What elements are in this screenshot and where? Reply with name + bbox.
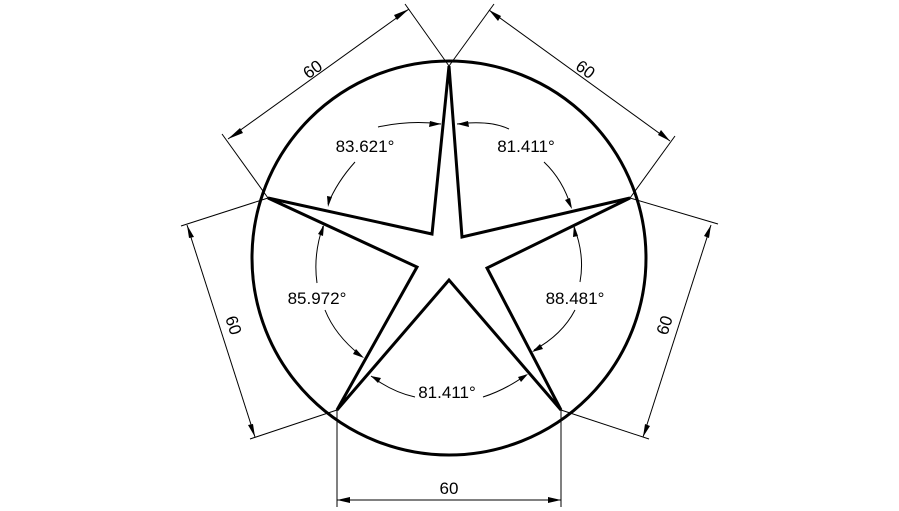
dimension-bottom: 60 bbox=[336, 410, 562, 507]
angle-dimension-bottom: 81.411° bbox=[370, 374, 528, 402]
dimension-top-right: 60 bbox=[448, 3, 676, 199]
angle-label-bottom: 81.411° bbox=[418, 383, 476, 402]
angle-dimension-top-left: 83.621° bbox=[327, 121, 442, 207]
dimension-left: 60 bbox=[180, 197, 338, 440]
dimension-label-bottom: 60 bbox=[440, 479, 459, 498]
dimension-top-left: 60 bbox=[221, 3, 450, 199]
dimension-label-right: 60 bbox=[653, 313, 677, 337]
dimension-right: 60 bbox=[560, 197, 719, 440]
angle-dimension-right: 88.481° bbox=[532, 225, 604, 352]
angle-dimension-top-right: 81.411° bbox=[456, 121, 572, 209]
angle-dimension-left: 85.972° bbox=[288, 225, 364, 358]
dimension-label-top-right: 60 bbox=[572, 56, 598, 82]
angle-label-top-left: 83.621° bbox=[336, 137, 395, 156]
angle-label-top-right: 81.411° bbox=[497, 137, 555, 156]
outer-circle bbox=[250, 59, 648, 457]
dimension-label-top-left: 60 bbox=[300, 56, 326, 82]
angle-label-left: 85.972° bbox=[288, 289, 347, 308]
star-shape bbox=[267, 65, 631, 411]
dimension-label-left: 60 bbox=[221, 313, 245, 337]
angle-label-right: 88.481° bbox=[546, 289, 605, 308]
